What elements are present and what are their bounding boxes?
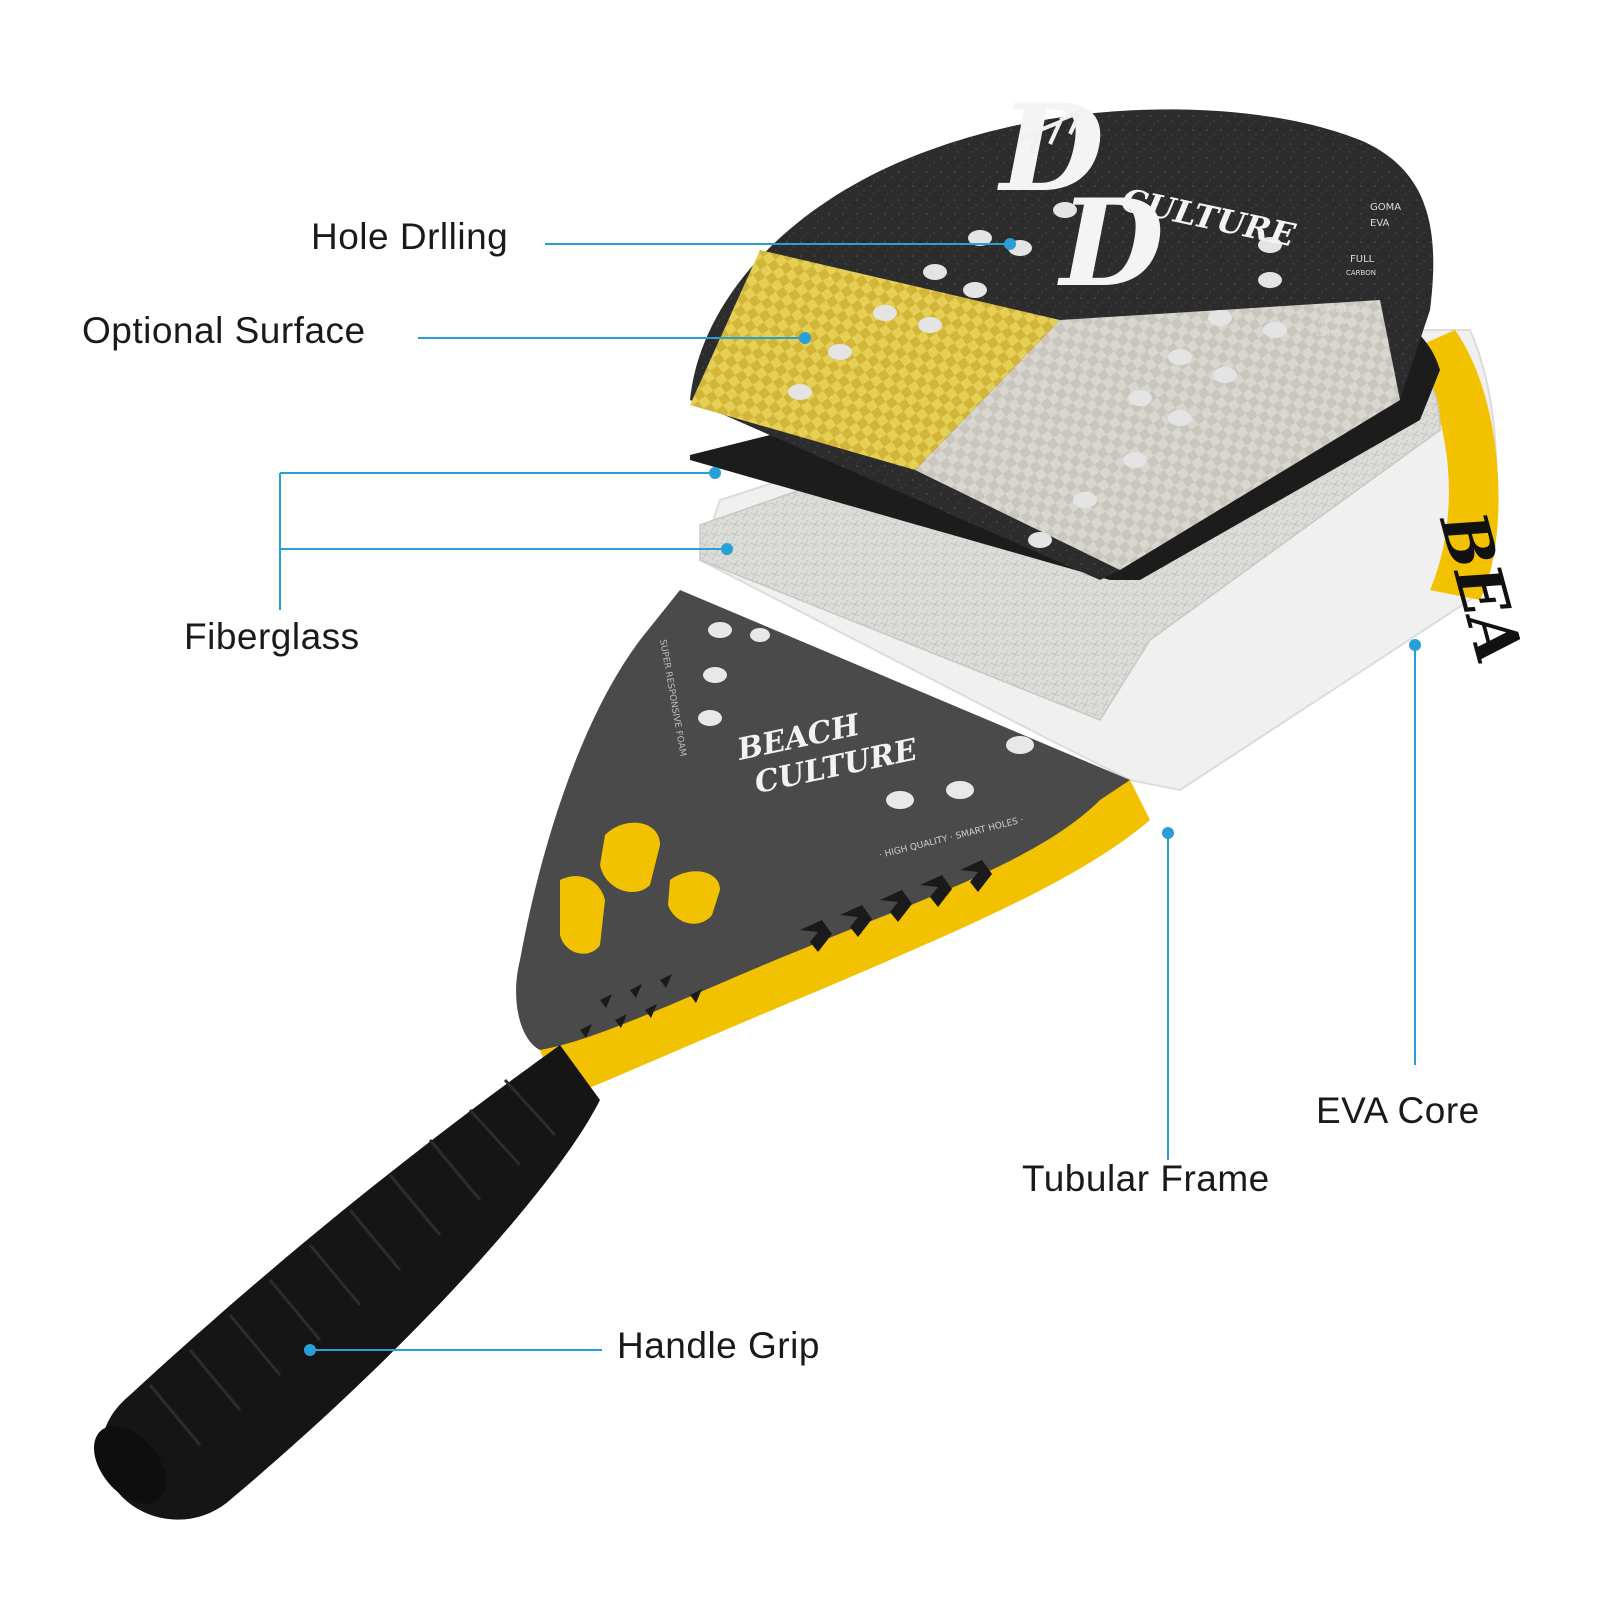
leader-dot-fiberglass-upper [709,467,721,479]
callout-tubular-frame: Tubular Frame [1022,1158,1270,1200]
callout-handle-grip: Handle Grip [617,1325,820,1367]
svg-text:GOMA: GOMA [1370,202,1401,213]
handle-grip [102,1045,600,1520]
callout-optional-surface: Optional Surface [82,310,366,352]
callout-hole-drilling: Hole Drlling [311,216,508,258]
leader-dot-hole-drilling [1004,238,1016,250]
svg-text:MANTENHA: MANTENHA [1320,305,1366,314]
leader-dot-tubular-frame [1162,827,1174,839]
leader-dot-eva-core [1409,639,1421,651]
leader-dot-fiberglass-lower [721,543,733,555]
svg-text:A PRAIA: A PRAIA [1318,317,1350,326]
svg-text:CARBON: CARBON [1346,269,1376,277]
svg-text:FULL: FULL [1350,254,1375,265]
leader-dot-optional-surface [799,332,811,344]
leader-dot-handle-grip [304,1344,316,1356]
racket: BEA [80,78,1537,1520]
svg-text:EVA: EVA [1370,218,1390,229]
svg-text:LIMPA: LIMPA [1316,329,1340,338]
callout-fiberglass: Fiberglass [184,616,360,658]
callout-eva-core: EVA Core [1316,1090,1480,1132]
